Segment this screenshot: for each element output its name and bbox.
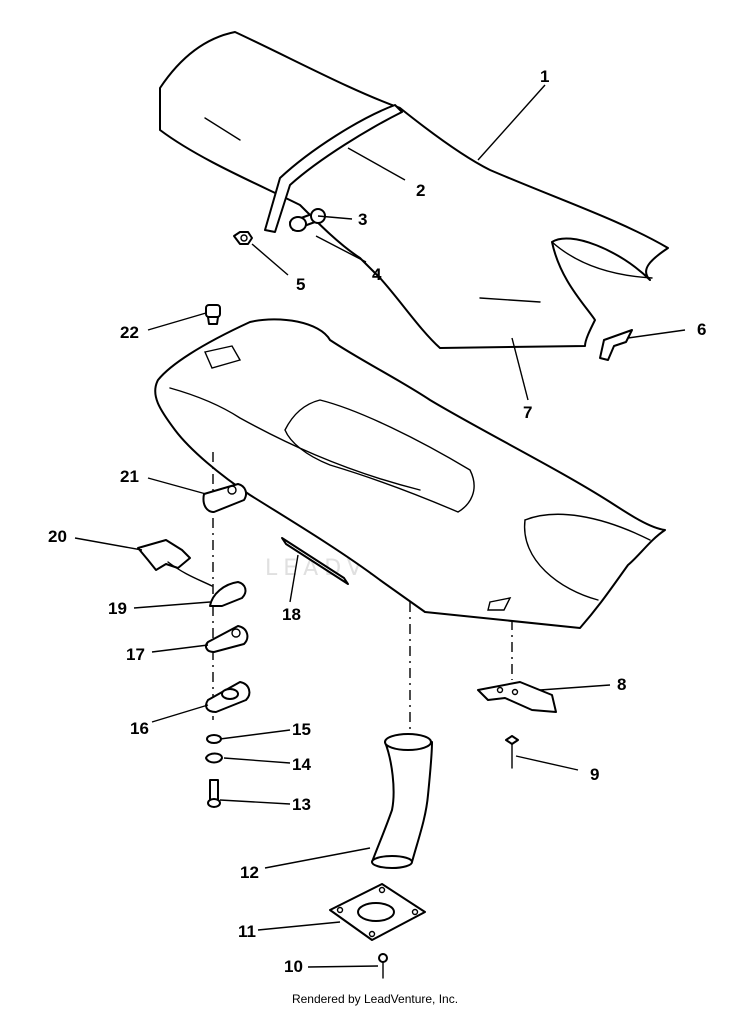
callout-20: 20 xyxy=(48,527,67,546)
air-duct xyxy=(371,733,433,869)
callout-11: 11 xyxy=(238,922,256,941)
callout-8: 8 xyxy=(617,675,626,694)
fastener-22 xyxy=(205,304,221,325)
callout-13: 13 xyxy=(292,795,311,814)
bolt-13 xyxy=(207,779,221,808)
callout-16: 16 xyxy=(130,719,149,738)
callout-numbers: 1 2 3 4 5 6 7 8 9 10 11 12 13 14 15 16 1… xyxy=(48,67,706,976)
footer-credit: Rendered by LeadVenture, Inc. xyxy=(291,992,459,1006)
seal-strip xyxy=(281,537,349,585)
latch-20 xyxy=(137,539,213,587)
seat-base xyxy=(154,318,666,629)
callout-6: 6 xyxy=(697,320,706,339)
screw-9 xyxy=(505,735,519,769)
callout-19: 19 xyxy=(108,599,127,618)
seat-cover xyxy=(159,31,669,349)
callout-1: 1 xyxy=(540,67,549,86)
leader-lines xyxy=(74,84,686,968)
callout-3: 3 xyxy=(358,210,367,229)
plate-17 xyxy=(205,625,249,653)
callout-15: 15 xyxy=(292,720,311,739)
seat-strap xyxy=(264,104,403,233)
bracket-8 xyxy=(477,681,557,713)
callout-12: 12 xyxy=(240,863,259,882)
gasket-plate xyxy=(329,883,426,941)
callout-17: 17 xyxy=(126,645,145,664)
callout-21: 21 xyxy=(120,467,139,486)
spring-19 xyxy=(209,581,247,607)
callout-2: 2 xyxy=(416,181,425,200)
callout-10: 10 xyxy=(284,957,303,976)
callout-7: 7 xyxy=(523,403,532,422)
callout-9: 9 xyxy=(590,765,599,784)
callout-5: 5 xyxy=(296,275,305,294)
bracket-16 xyxy=(205,681,251,713)
seat-clip xyxy=(599,329,633,361)
callout-4: 4 xyxy=(372,265,382,284)
callout-22: 22 xyxy=(120,323,139,342)
callout-14: 14 xyxy=(292,755,311,774)
callout-18: 18 xyxy=(282,605,301,624)
lockwasher-14 xyxy=(205,752,223,764)
screw-10 xyxy=(378,953,388,979)
latch-block-21 xyxy=(202,483,247,513)
washer-15 xyxy=(206,734,222,744)
